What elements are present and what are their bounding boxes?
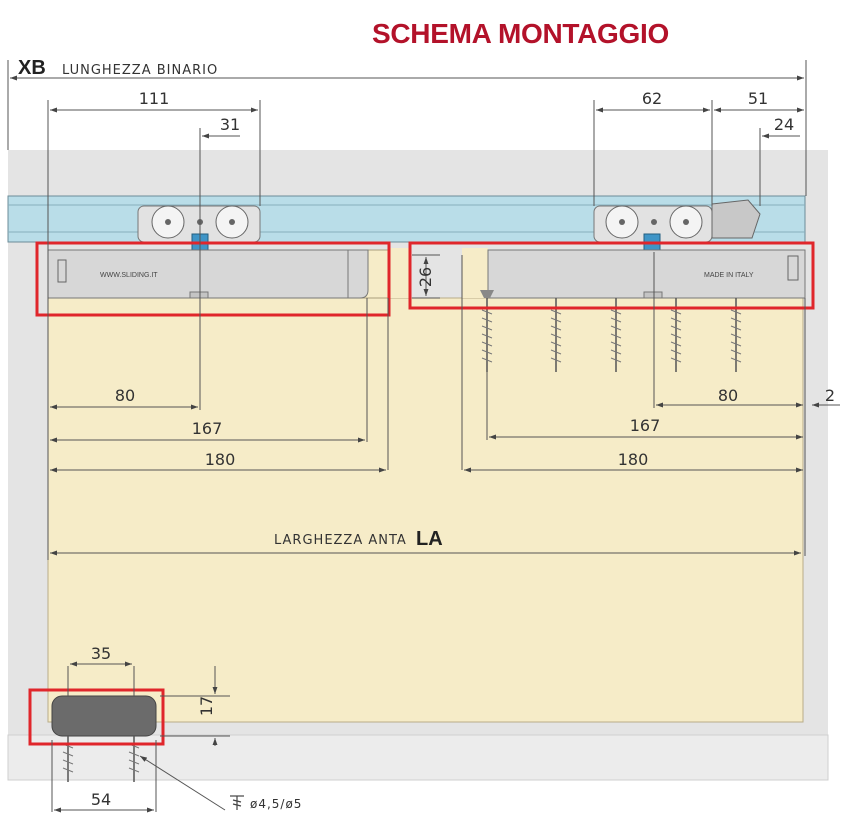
dim-51: 51 — [748, 89, 768, 108]
left-trolley — [137, 205, 261, 253]
right-trolley — [593, 205, 713, 253]
floor-area — [7, 734, 829, 781]
page-title: SCHEMA MONTAGGIO — [372, 18, 669, 49]
la-caption: LARGHEZZA ANTA — [274, 533, 407, 548]
dim-31: 31 — [220, 115, 240, 134]
screw-spec: ø4,5/ø5 — [250, 797, 302, 811]
dim-80-right: 80 — [718, 386, 738, 405]
dim-180-left: 180 — [205, 450, 236, 469]
door-leaf — [47, 297, 804, 723]
dim-54: 54 — [91, 790, 111, 809]
dim-62: 62 — [642, 89, 662, 108]
xb-caption: LUNGHEZZA BINARIO — [62, 63, 218, 78]
dim-35: 35 — [91, 644, 111, 663]
dim-180-right: 180 — [618, 450, 649, 469]
floor-guide — [51, 695, 157, 737]
screw-icon — [230, 795, 244, 810]
dim-167-left: 167 — [192, 419, 223, 438]
dim-2: 2 — [825, 386, 835, 405]
dim-167-right: 167 — [630, 416, 661, 435]
dim-17: 17 — [197, 696, 216, 716]
la-label: LA — [416, 528, 443, 550]
right-bracket: MADE IN ITALY — [487, 249, 806, 299]
dim-26: 26 — [416, 267, 435, 287]
brand-text-right: MADE IN ITALY — [704, 272, 754, 279]
rail-stopper — [711, 199, 761, 239]
highlight-frames — [28, 241, 815, 746]
brand-text-left: WWW.SLIDING.IT — [100, 272, 158, 279]
xb-label: XB — [18, 57, 46, 79]
dim-24: 24 — [774, 115, 794, 134]
left-bracket: WWW.SLIDING.IT — [47, 249, 389, 299]
dim-80-left: 80 — [115, 386, 135, 405]
dim-111: 111 — [139, 89, 170, 108]
